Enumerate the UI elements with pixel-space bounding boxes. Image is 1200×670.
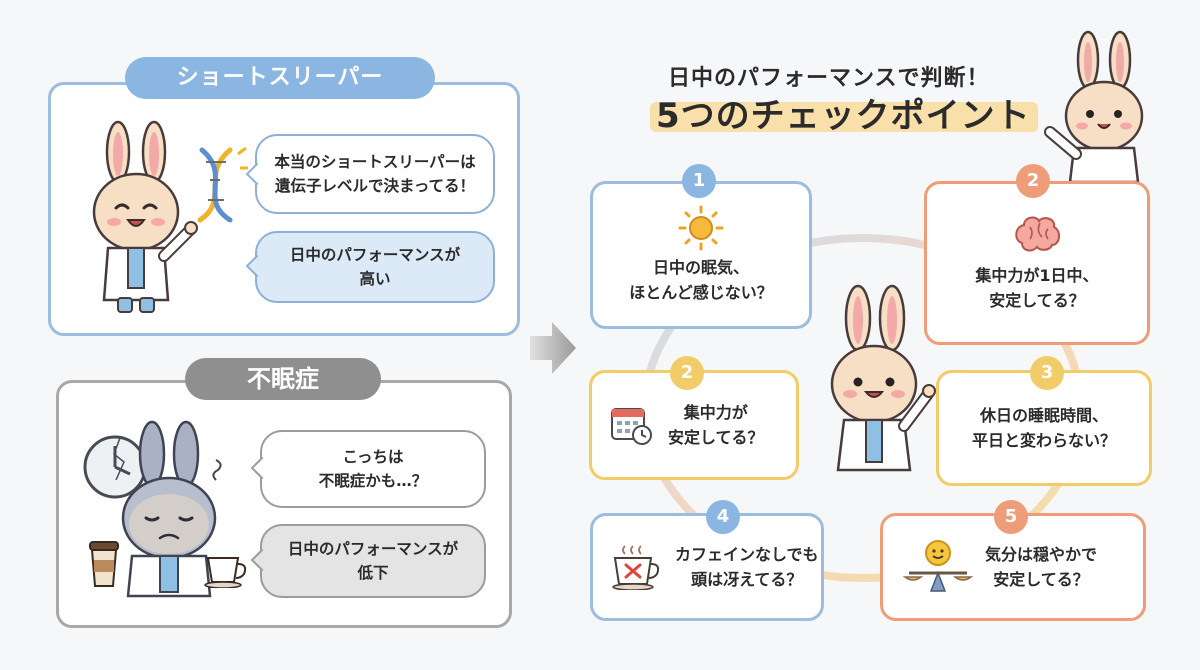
card-line: 安定してる？ xyxy=(668,428,764,447)
bubble-line: 遺伝子レベルで決まってる！ xyxy=(274,177,476,195)
balance-smile-icon xyxy=(903,540,973,592)
brain-icon xyxy=(1015,216,1060,252)
card-line: 頭は冴えてる？ xyxy=(691,570,803,589)
insomnia-tag: 不眠症 xyxy=(185,358,381,400)
card-line: 気分は穏やかで xyxy=(985,545,1098,564)
bubble-line: 低下 xyxy=(357,564,389,582)
tired-rabbit-illustration xyxy=(121,420,222,598)
bubble-line: こっちは xyxy=(342,448,404,466)
card-line: 集中力が xyxy=(683,403,748,422)
title-highlight xyxy=(650,102,1038,132)
card-line: 日中の眠気、 xyxy=(652,258,749,277)
checkpoint-subtitle: 日中のパフォーマンスで判断！ xyxy=(668,66,990,91)
checkpoint-card-5: カフェインなしでも 頭は冴えてる？ xyxy=(590,513,824,621)
checkpoint-title: 5つのチェックポイント xyxy=(656,96,1031,136)
checkpoint-card-1: 日中の眠気、 ほとんど感じない？ xyxy=(590,181,812,329)
happy-rabbit-doctor-illustration xyxy=(92,120,198,313)
dna-icon xyxy=(197,146,248,223)
coffee-mug-icon xyxy=(204,557,247,588)
card-line: 安定してる？ xyxy=(989,291,1085,310)
calendar-clock-icon xyxy=(611,408,652,445)
card-line: 安定してる？ xyxy=(993,570,1089,589)
checkpoint-card-2: 集中力が1日中、 安定してる？ xyxy=(924,181,1150,345)
checkpoint-badge-3: 3 xyxy=(1030,356,1064,390)
card-line: 平日と変わらない？ xyxy=(971,431,1116,450)
short-sleeper-tag: ショートスリーパー xyxy=(125,57,435,99)
insomnia-bubble-maybe: こっちは 不眠症かも…？ xyxy=(260,430,486,508)
bubble-line: 不眠症かも…？ xyxy=(318,472,428,490)
short-sleeper-bubble-genetic: 本当のショートスリーパーは 遺伝子レベルで決まってる！ xyxy=(255,134,495,214)
checkpoint-badge-5: 5 xyxy=(994,500,1028,534)
rabbit-doctor-waving-illustration xyxy=(1044,30,1144,182)
insomnia-bubble-performance: 日中のパフォーマンスが 低下 xyxy=(260,524,486,598)
card-line: 集中力が1日中、 xyxy=(975,266,1099,285)
right-arrow-icon xyxy=(530,322,576,374)
center-rabbit-doctor-illustration xyxy=(830,284,936,472)
sun-icon xyxy=(678,205,724,251)
card-line: 休日の睡眠時間、 xyxy=(979,406,1108,425)
checkpoint-badge-4: 4 xyxy=(706,500,740,534)
bubble-line: 日中のパフォーマンスが xyxy=(287,540,459,558)
card-line: ほとんど感じない？ xyxy=(629,283,773,302)
checkpoint-badge-2: 2 xyxy=(1016,164,1050,198)
short-sleeper-bubble-performance: 日中のパフォーマンスが 高い xyxy=(255,231,495,303)
bubble-line: 高い xyxy=(359,270,391,288)
no-coffee-icon xyxy=(612,545,660,590)
bubble-line: 本当のショートスリーパーは xyxy=(274,153,476,171)
bubble-line: 日中のパフォーマンスが xyxy=(289,246,461,264)
checkpoint-badge-2b: 2 xyxy=(670,356,704,390)
card-line: カフェインなしでも xyxy=(675,545,819,564)
checkpoint-badge-1: 1 xyxy=(682,164,716,198)
coffee-cup-icon xyxy=(89,541,119,587)
